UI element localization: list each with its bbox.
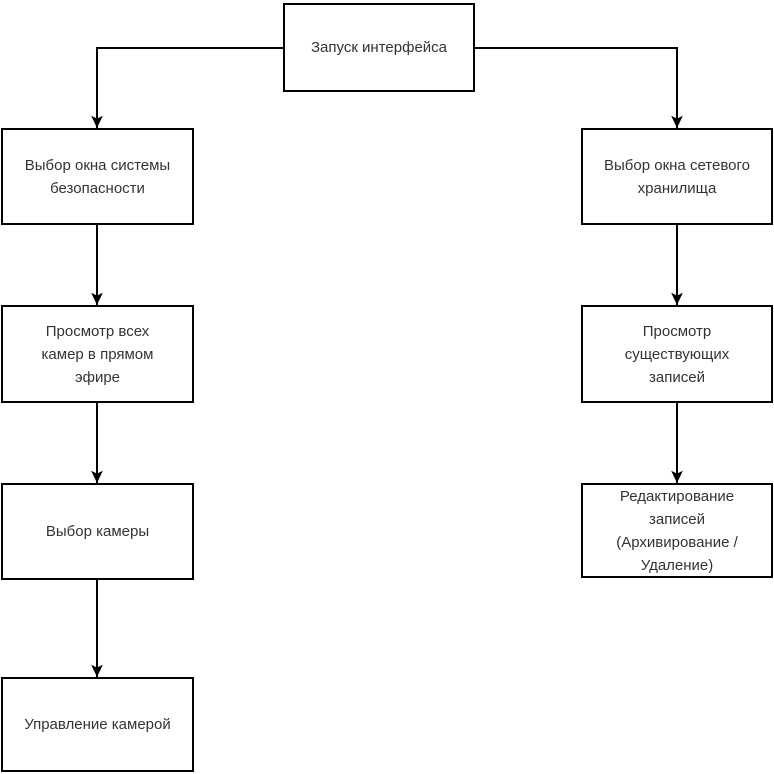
flow-node-label-line: безопасности [50,179,145,197]
flow-node-label-line: (Архивирование / [616,533,738,551]
flow-node-label-line: Выбор камеры [45,523,150,540]
flow-node-label-line: Просмотр всех [45,322,150,340]
flow-node-live-view: Просмотр всех камер в прямом эфире [1,305,194,403]
flow-node-label-line: Выбор окна системы [24,156,171,174]
flow-node-label-line: хранилища [637,179,717,197]
flow-edge-start-to-storage [475,47,683,128]
flow-node-label-line: Выбор окна сетевого [604,156,750,174]
flow-node-label-line: Удаление) [640,556,714,574]
flow-node-start: Запуск интерфейса [283,3,475,92]
flow-node-label-line: записей [649,510,705,528]
flow-node-label-line: Запуск интерфейса [310,39,448,56]
flow-node-camera-control: Управление камерой [1,677,194,772]
flow-node-label-line: Редактирование [619,487,735,505]
flow-node-label-line: Управление камерой [24,716,171,733]
flow-node-label-line: эфире [74,368,121,386]
flow-node-label-line: Просмотр [642,322,712,340]
flow-node-storage-window: Выбор окна сетевого хранилища [581,128,773,225]
flow-node-label-line: записей [649,368,705,386]
flow-edge-start-to-security [91,47,283,128]
flow-node-label-line: камер в прямом [41,345,154,363]
flow-node-security-window: Выбор окна системы безопасности [1,128,194,225]
flow-node-records-view: Просмотр существующих записей [581,305,773,403]
flow-node-camera-select: Выбор камеры [1,483,194,580]
flow-node-label-line: существующих [624,345,730,363]
flow-node-records-edit: Редактирование записей (Архивирование / Уда… [581,483,773,578]
